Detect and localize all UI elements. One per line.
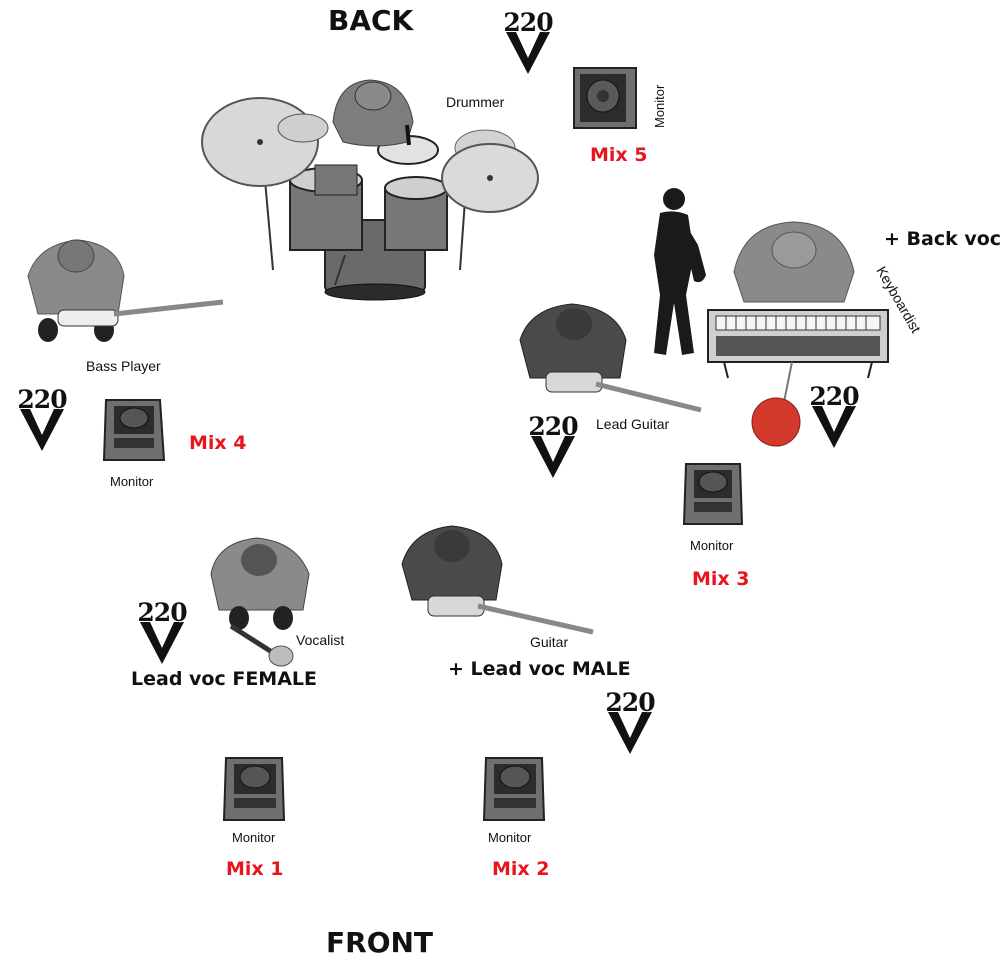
- floor-monitor-icon: [222, 754, 288, 824]
- mix-5-label: Mix 5: [590, 144, 648, 166]
- guitar-label: Guitar: [530, 634, 568, 650]
- mix-4-label: Mix 4: [189, 432, 247, 454]
- power-label: 220: [132, 598, 192, 628]
- floor-monitor-icon: [682, 460, 746, 528]
- floor-monitor-icon: [102, 394, 168, 464]
- power-label: 220: [498, 8, 558, 38]
- mix-2-label: Mix 2: [492, 858, 550, 880]
- monitor-label: Monitor: [488, 830, 531, 845]
- power-outlet-220-icon: 220: [804, 382, 864, 456]
- monitor-label: Monitor: [232, 830, 275, 845]
- drummer-label: Drummer: [446, 94, 504, 110]
- monitor-label: Monitor: [652, 84, 667, 128]
- power-label: 220: [12, 385, 72, 415]
- guitar-player-icon: [398, 520, 598, 640]
- lead-guitar-label: Lead Guitar: [596, 416, 669, 432]
- power-outlet-220-icon: 220: [600, 688, 660, 762]
- power-outlet-220-icon: 220: [498, 8, 558, 82]
- floor-monitor-icon: [482, 754, 548, 824]
- monitor-label: Monitor: [110, 474, 153, 489]
- monitor-label-rotated: Monitor: [648, 62, 670, 132]
- lead-voc-male-label: + Lead voc MALE: [448, 658, 631, 680]
- bass-player-label: Bass Player: [86, 358, 161, 374]
- bass-player-icon: [18, 226, 233, 346]
- vocalist-label: Vocalist: [296, 632, 344, 648]
- mix-3-label: Mix 3: [692, 568, 750, 590]
- keyboardist-label: Keyboardist: [873, 264, 924, 336]
- power-label: 220: [804, 382, 864, 412]
- keyboardist-label-rotated: Keyboardist: [868, 262, 958, 362]
- vocalist-icon: [205, 530, 325, 670]
- lead-guitar-player-icon: [516, 300, 706, 420]
- back-label: BACK: [328, 4, 413, 37]
- power-label: 220: [523, 412, 583, 442]
- power-label: 220: [600, 688, 660, 718]
- power-outlet-220-icon: 220: [12, 385, 72, 459]
- mix-1-label: Mix 1: [226, 858, 284, 880]
- front-label: FRONT: [326, 926, 433, 959]
- lead-voc-female-label: Lead voc FEMALE: [131, 668, 317, 690]
- monitor-label: Monitor: [690, 538, 733, 553]
- back-voc-label: + Back voc 1: [884, 228, 1006, 250]
- power-outlet-220-icon: 220: [132, 598, 192, 672]
- floor-monitor-icon: [572, 66, 642, 132]
- power-outlet-220-icon: 220: [523, 412, 583, 486]
